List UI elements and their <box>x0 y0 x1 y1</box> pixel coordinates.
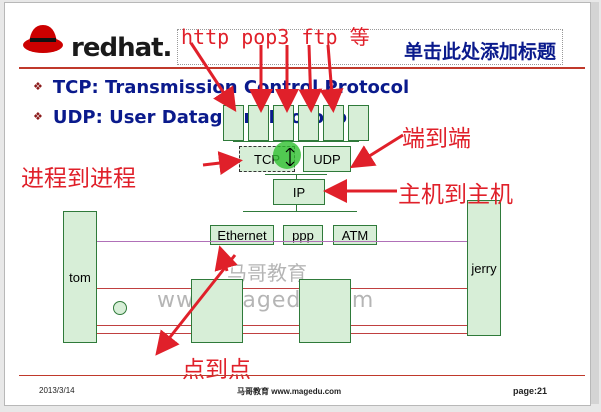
presentation-slide: redhat. 单击此处添加标题 ❖TCP: Transmission Cont… <box>4 2 591 406</box>
header-rule <box>19 67 585 69</box>
network-line <box>97 333 467 334</box>
host-tom: tom <box>63 211 97 343</box>
router-box-2 <box>299 279 351 343</box>
host-tom-label: tom <box>69 269 91 285</box>
annotation-protocols: http pop3 ftp 等 <box>181 25 370 49</box>
cursor-icon <box>285 148 295 166</box>
network-line-purple <box>97 241 467 242</box>
vertical-scrollbar[interactable] <box>591 2 599 404</box>
footer-page: page:21 <box>513 386 548 396</box>
host-jerry: jerry <box>467 200 501 336</box>
udp-box: UDP <box>303 146 351 172</box>
bullet-marker-icon: ❖ <box>33 110 43 123</box>
ethernet-label: Ethernet <box>217 227 267 243</box>
annotation-process-to-process: 进程到进程 <box>21 166 136 192</box>
ip-box: IP <box>273 179 325 205</box>
redhat-logo-icon <box>23 25 63 53</box>
connector <box>296 174 297 179</box>
ethernet-box: Ethernet <box>210 225 274 245</box>
app-box-6 <box>348 105 369 141</box>
atm-label: ATM <box>341 227 369 243</box>
node-circle <box>113 301 127 315</box>
network-line <box>97 325 467 326</box>
ip-label: IP <box>292 184 306 200</box>
logo-text: redhat. <box>71 33 172 63</box>
ppp-box: ppp <box>283 225 323 245</box>
annotation-host-to-host: 主机到主机 <box>398 182 513 208</box>
footer-date: 2013/3/14 <box>39 386 75 395</box>
host-jerry-label: jerry <box>471 261 497 276</box>
connector <box>243 211 357 212</box>
annotation-arrows <box>155 42 404 356</box>
cursor-highlight <box>273 141 301 169</box>
udp-label: UDP <box>313 151 341 167</box>
footer-rule <box>19 375 585 376</box>
connector <box>233 141 359 142</box>
annotation-point-to-point: 点到点 <box>182 357 251 383</box>
bullet-marker-icon: ❖ <box>33 80 43 93</box>
ppp-label: ppp <box>292 227 314 243</box>
network-line <box>97 288 467 289</box>
footer-center: 马哥教育 www.magedu.com <box>237 387 342 396</box>
connector <box>296 205 297 211</box>
slide-title[interactable]: 单击此处添加标题 <box>403 41 556 63</box>
atm-box: ATM <box>333 225 377 245</box>
annotation-end-to-end: 端到端 <box>402 126 471 152</box>
title-placeholder[interactable] <box>177 29 563 65</box>
